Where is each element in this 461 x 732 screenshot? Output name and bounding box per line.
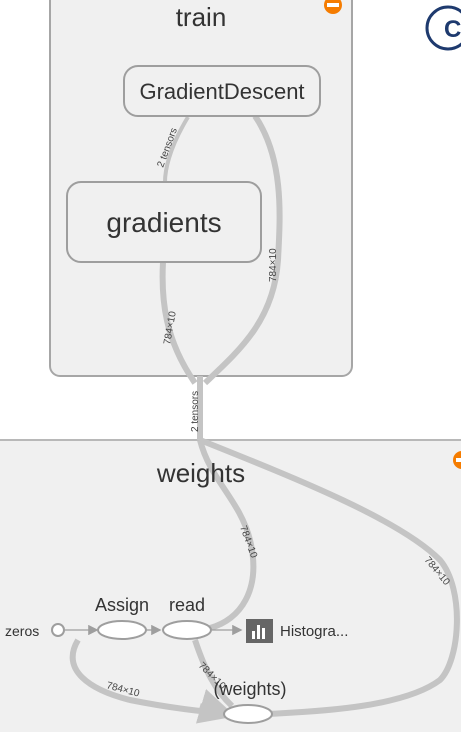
gradients-label: gradients <box>106 207 221 238</box>
weights-box[interactable] <box>0 439 461 732</box>
gradient-descent-label: GradientDescent <box>139 79 304 104</box>
train-title: train <box>176 2 227 32</box>
panel-letter-text: C <box>444 16 461 43</box>
edge-label-cross: 2 tensors <box>190 391 201 432</box>
edge-weights-center <box>197 439 257 631</box>
weights-var-label: (weights) <box>213 679 286 699</box>
edge-gd-to-gradients <box>163 115 190 183</box>
assign-label: Assign <box>95 595 149 615</box>
weights-var-node[interactable] <box>223 704 273 724</box>
weights-title: weights <box>156 458 245 488</box>
gradient-descent-node[interactable] <box>123 65 321 117</box>
gradients-node[interactable] <box>66 181 262 263</box>
zeros-label: zeros <box>5 623 39 639</box>
panel-letter: C <box>425 5 461 51</box>
histogram-node[interactable]: Histogra... <box>246 619 348 643</box>
assign-node[interactable] <box>97 620 147 640</box>
histogram-label: Histogra... <box>280 623 348 640</box>
edge-arrowhead <box>195 689 236 724</box>
read-node[interactable] <box>162 620 212 640</box>
edge-gradients-down <box>159 261 198 385</box>
collapse-weights-icon[interactable] <box>453 451 461 469</box>
read-label: read <box>169 595 205 615</box>
zeros-node[interactable] <box>51 623 65 637</box>
edge-gd-right <box>202 114 283 386</box>
collapse-train-icon[interactable] <box>324 0 342 14</box>
edge-label-gd-right: 784×10 <box>268 248 279 282</box>
edge-weights-right <box>198 437 460 717</box>
